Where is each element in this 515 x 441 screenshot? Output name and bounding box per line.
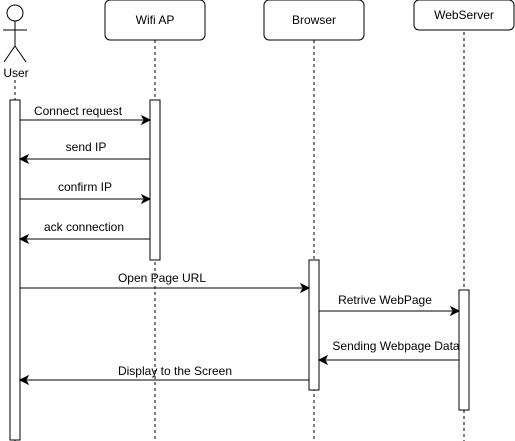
- arrow-head-icon: [18, 374, 30, 386]
- message-open-page-url: Open Page URL: [20, 271, 311, 294]
- participant-browser: Browser: [263, 0, 365, 41]
- arrow-head-icon: [299, 282, 311, 294]
- arrow-head-icon: [449, 305, 461, 317]
- participant-wifi-ap: Wifi AP: [104, 0, 206, 41]
- message-label: Sending Webpage Data: [332, 339, 460, 353]
- participant-label-browser: Browser: [292, 13, 336, 27]
- message-label: confirm IP: [58, 180, 112, 194]
- activation-wifi-ap: [149, 99, 161, 261]
- message-label: Open Page URL: [118, 271, 206, 285]
- arrow-head-icon: [140, 193, 152, 205]
- arrow-head-icon: [140, 114, 152, 126]
- activation-browser: [308, 259, 320, 391]
- message-sending-webpage-data: Sending Webpage Data: [317, 339, 460, 366]
- participant-label-webserver: WebServer: [434, 8, 494, 22]
- message-label: send IP: [66, 140, 107, 154]
- message-send-ip: send IP: [18, 140, 150, 165]
- message-display-to-the-screen: Display to the Screen: [18, 364, 309, 386]
- message-retrive-webpage: Retrive WebPage: [319, 293, 461, 317]
- message-label: Retrive WebPage: [338, 293, 432, 307]
- participant-label-wifi-ap: Wifi AP: [136, 13, 175, 27]
- message-label: Connect request: [34, 104, 123, 118]
- message-ack-connection: ack connection: [18, 220, 150, 245]
- message-label: ack connection: [44, 220, 124, 234]
- actor-label-user: User: [3, 66, 28, 80]
- activation-user: [9, 99, 21, 441]
- message-connect-request: Connect request: [20, 104, 152, 126]
- arrow-head-icon: [18, 153, 30, 165]
- participant-webserver: WebServer: [413, 0, 515, 31]
- user-actor-icon: [3, 4, 27, 63]
- message-label: Display to the Screen: [118, 364, 232, 378]
- arrow-head-icon: [18, 233, 30, 245]
- message-confirm-ip: confirm IP: [20, 180, 152, 205]
- arrow-head-icon: [317, 354, 329, 366]
- activation-webserver: [458, 289, 470, 411]
